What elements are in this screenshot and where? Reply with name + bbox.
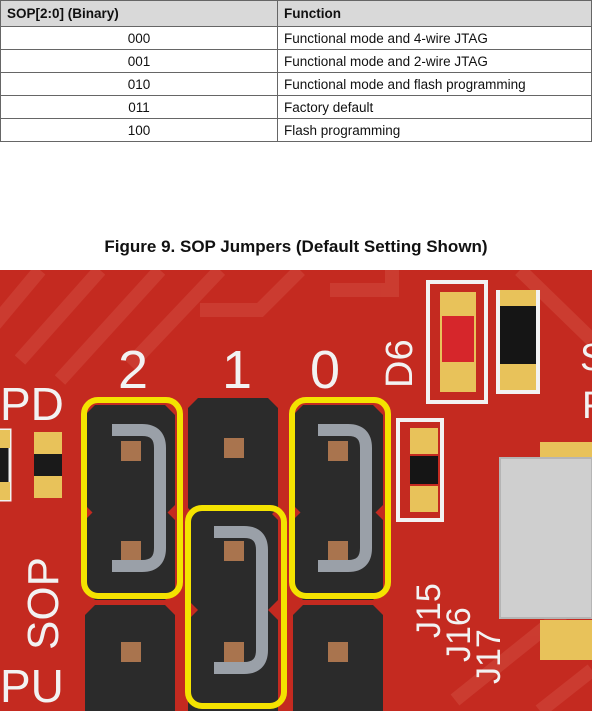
d6-led [426,280,540,404]
column-header-sop: SOP[2:0] (Binary) [0,0,278,27]
sop-value-cell: 001 [0,49,278,73]
table-row: 001 Functional mode and 2-wire JTAG [0,49,592,73]
sop-value-cell: 011 [0,95,278,119]
j15-label: J15 [410,583,448,638]
jumper-shunts [112,424,372,674]
table-header-row: SOP[2:0] (Binary) Function [0,0,592,27]
sop-value-cell: 000 [0,26,278,50]
function-cell: Functional mode and flash programming [277,72,592,96]
header-pads [121,438,348,662]
pin-label-0: 0 [310,340,340,400]
jumper-2-highlight [81,397,183,599]
table-row: 100 Flash programming [0,118,592,142]
right-smd-component [396,418,444,522]
figure-caption: Figure 9. SOP Jumpers (Default Setting S… [104,237,488,256]
edge-label-f: F [582,385,592,427]
jumper-0-highlight [289,397,391,599]
d6-label: D6 [379,339,421,388]
table-row: 011 Factory default [0,95,592,119]
jumper-1-highlight [185,505,287,709]
function-cell: Functional mode and 2-wire JTAG [277,49,592,73]
sop-jumpers-board-photo: 2 1 0 PD PU SOP D6 J15 J16 J17 S F [0,270,592,711]
pd-label: PD [0,378,64,430]
connector-component [499,442,592,660]
edge-label-s: S [580,337,592,379]
default-setting-highlights [81,397,391,709]
table-row: 010 Functional mode and flash programmin… [0,72,592,96]
sop-settings-table: SOP[2:0] (Binary) Function 000 Functiona… [0,0,592,142]
sop-value-cell: 100 [0,118,278,142]
sop-label: SOP [19,557,68,650]
j16-label: J16 [440,607,478,662]
pcb-traces [0,270,592,711]
pu-label: PU [0,660,64,711]
pin-label-2: 2 [118,340,148,400]
j17-label: J17 [470,629,508,684]
left-smd-components [0,428,62,502]
function-cell: Flash programming [277,118,592,142]
function-cell: Functional mode and 4-wire JTAG [277,26,592,50]
function-cell: Factory default [277,95,592,119]
table-row: 000 Functional mode and 4-wire JTAG [0,26,592,50]
sop-value-cell: 010 [0,72,278,96]
column-header-function: Function [277,0,592,27]
pin-label-1: 1 [222,340,252,400]
silkscreen-labels: 2 1 0 PD PU SOP D6 J15 J16 J17 S F [0,337,592,711]
